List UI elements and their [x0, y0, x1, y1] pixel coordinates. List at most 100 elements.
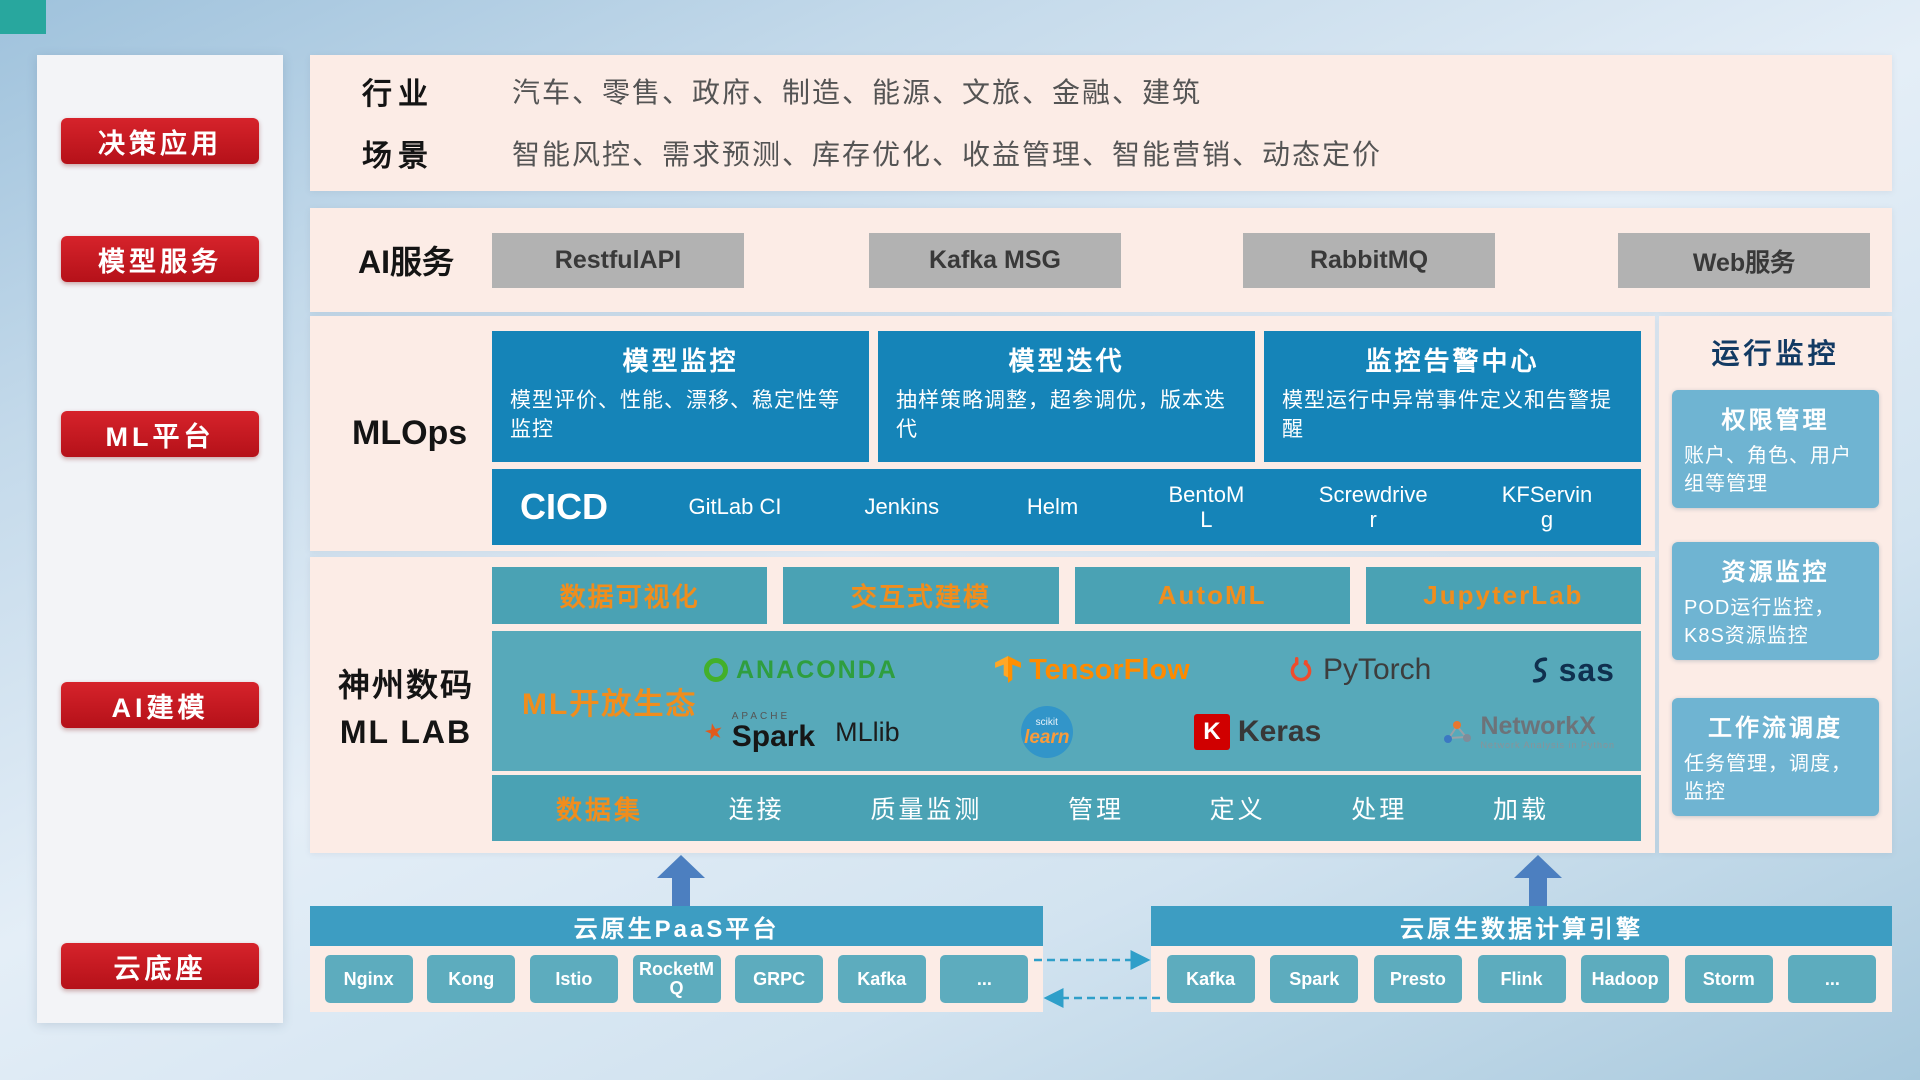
spark-mllib-logo: ★ APACHE Spark MLlib — [701, 712, 900, 752]
model-iteration-title: 模型迭代 — [1008, 346, 1125, 376]
alert-center-card[interactable]: 监控告警中心 模型运行中异常事件定义和告警提醒 — [1264, 331, 1641, 462]
istio-chip[interactable]: Istio — [529, 955, 618, 1003]
gitlab-ci-item[interactable]: GitLab CI — [688, 494, 782, 520]
kafka-chip[interactable]: Kafka — [837, 955, 926, 1003]
spark-apache-text: APACHE — [731, 711, 791, 722]
engine-up-arrow-shaft — [1529, 878, 1547, 906]
anaconda-logo: ANACONDA — [704, 656, 898, 685]
model-iteration-desc: 抽样策略调整，超参调优，版本迭代 — [896, 389, 1226, 442]
networkx-logo: NetworkX Network Analysis in Python — [1442, 713, 1615, 750]
model-monitoring-desc: 模型评价、性能、漂移、稳定性等监控 — [510, 389, 840, 442]
paas-up-arrow — [657, 855, 705, 906]
cicd-tools: GitLab CI Jenkins Helm BentoML Screwdriv… — [652, 482, 1641, 533]
permission-mgmt-desc: 账户、角色、用户组等管理 — [1684, 445, 1852, 495]
kong-chip[interactable]: Kong — [427, 955, 516, 1003]
rocketmq-chip[interactable]: RocketMQ — [632, 955, 721, 1003]
dataset-strip: 数据集 连接 质量监测 管理 定义 处理 加载 — [492, 775, 1641, 841]
ai-service-label: AI服务 — [358, 244, 455, 280]
jenkins-item[interactable]: Jenkins — [864, 494, 940, 520]
logo-row-1: ANACONDA TensorFlow — [704, 639, 1615, 701]
ml-ecosystem-box: ML开放生态 ANACONDA TensorFlow — [492, 631, 1641, 771]
rabbitmq-button[interactable]: RabbitMQ — [1243, 233, 1495, 288]
keras-text: Keras — [1237, 715, 1322, 748]
tensorflow-logo: TensorFlow — [995, 654, 1190, 687]
sidebar-item-cloud-base[interactable]: 云底座 — [61, 943, 259, 989]
kafka-msg-button[interactable]: Kafka MSG — [869, 233, 1121, 288]
ml-ecosystem-logos: ANACONDA TensorFlow — [701, 631, 1641, 771]
workflow-scheduler-desc: 任务管理，调度，监控 — [1684, 753, 1852, 803]
engine-storm-chip[interactable]: Storm — [1684, 955, 1773, 1003]
interactive-modeling-button[interactable]: 交互式建模 — [783, 567, 1059, 624]
keras-logo: K Keras — [1193, 714, 1322, 750]
sidebar: 决策应用 模型服务 ML平台 AI建模 云底座 — [37, 55, 283, 1023]
resource-monitor-desc: POD运行监控，K8S资源监控 — [1684, 597, 1836, 647]
runtime-monitor-title: 运行监控 — [1711, 338, 1840, 369]
mllab-label-line1: 神州数码 — [337, 666, 474, 703]
scene-line: 场景 智能风控、需求预测、库存优化、收益管理、智能营销、动态定价 — [362, 127, 1382, 179]
dataset-quality-item[interactable]: 质量监测 — [870, 796, 983, 824]
model-iteration-card[interactable]: 模型迭代 抽样策略调整，超参调优，版本迭代 — [878, 331, 1255, 462]
networkx-icon — [1444, 720, 1472, 743]
ai-service-row: AI服务 RestfulAPI Kafka MSG RabbitMQ Web服务 — [310, 208, 1892, 312]
sidebar-item-decision-apps[interactable]: 决策应用 — [61, 118, 259, 164]
tensorflow-icon — [995, 656, 1022, 683]
runtime-monitor-column: 运行监控 权限管理 账户、角色、用户组等管理 资源监控 POD运行监控，K8S资… — [1659, 316, 1892, 853]
engine-flink-chip[interactable]: Flink — [1477, 955, 1566, 1003]
model-monitoring-card[interactable]: 模型监控 模型评价、性能、漂移、稳定性等监控 — [492, 331, 869, 462]
spark-star-icon: ★ — [701, 717, 727, 746]
jupyterlab-button[interactable]: JupyterLab — [1365, 567, 1641, 624]
networkx-text: NetworkX — [1480, 712, 1596, 741]
dataset-process-item[interactable]: 处理 — [1351, 796, 1408, 824]
permission-mgmt-title: 权限管理 — [1721, 407, 1830, 434]
engine-hadoop-chip[interactable]: Hadoop — [1581, 955, 1670, 1003]
keras-icon: K — [1193, 714, 1230, 750]
pytorch-icon — [1290, 656, 1312, 682]
industry-row: 行业 汽车、零售、政府、制造、能源、文旅、金融、建筑 场景 智能风控、需求预测、… — [310, 55, 1892, 191]
dataset-connect-item[interactable]: 连接 — [728, 796, 785, 824]
helm-item[interactable]: Helm — [1026, 494, 1079, 520]
workflow-scheduler-title: 工作流调度 — [1708, 715, 1843, 742]
engine-spark-chip[interactable]: Spark — [1270, 955, 1359, 1003]
engine-up-arrow — [1514, 855, 1562, 906]
restfulapi-button[interactable]: RestfulAPI — [492, 233, 744, 288]
bentoml-item[interactable]: BentoML — [1168, 481, 1245, 532]
sidebar-item-model-service[interactable]: 模型服务 — [61, 236, 259, 282]
sas-logo: sas — [1529, 652, 1615, 689]
paas-more-chip[interactable]: ... — [940, 955, 1029, 1003]
kfserving-item[interactable]: KFServing — [1501, 481, 1593, 532]
corner-accent — [0, 0, 46, 34]
engine-presto-chip[interactable]: Presto — [1373, 955, 1462, 1003]
sas-icon — [1532, 657, 1547, 683]
engine-kafka-chip[interactable]: Kafka — [1166, 955, 1255, 1003]
resource-monitor-card[interactable]: 资源监控 POD运行监控，K8S资源监控 — [1672, 542, 1879, 660]
mllab-label: 神州数码 ML LAB — [320, 557, 492, 853]
screwdriver-item[interactable]: Screwdriver — [1318, 481, 1428, 532]
scene-text: 智能风控、需求预测、库存优化、收益管理、智能营销、动态定价 — [512, 139, 1383, 170]
paas-up-arrow-shaft — [672, 878, 690, 906]
spark-wordmark: APACHE Spark — [732, 712, 815, 752]
industry-label: 行业 — [362, 78, 434, 111]
sidebar-item-ai-modeling[interactable]: AI建模 — [61, 682, 259, 728]
workflow-scheduler-card[interactable]: 工作流调度 任务管理，调度，监控 — [1672, 698, 1879, 816]
sidebar-item-ml-platform[interactable]: ML平台 — [61, 411, 259, 457]
dashed-connector-arrows — [1034, 950, 1160, 1008]
automl-button[interactable]: AutoML — [1074, 567, 1350, 624]
dataset-define-item[interactable]: 定义 — [1209, 796, 1266, 824]
model-monitoring-title: 模型监控 — [622, 346, 739, 376]
nginx-chip[interactable]: Nginx — [324, 955, 413, 1003]
industry-line: 行业 汽车、零售、政府、制造、能源、文旅、金融、建筑 — [362, 65, 1202, 117]
logo-row-2: ★ APACHE Spark MLlib scikit learn — [701, 701, 1615, 763]
engine-bar-title: 云原生数据计算引擎 — [1151, 906, 1892, 946]
data-visualization-button[interactable]: 数据可视化 — [492, 567, 768, 624]
tensorflow-text: TensorFlow — [1029, 653, 1190, 686]
learn-text: learn — [1024, 726, 1070, 748]
ml-ecosystem-label: ML开放生态 — [522, 688, 698, 721]
engine-more-chip[interactable]: ... — [1788, 955, 1877, 1003]
dataset-load-item[interactable]: 加载 — [1492, 796, 1549, 824]
dataset-label: 数据集 — [556, 794, 644, 825]
industry-text: 汽车、零售、政府、制造、能源、文旅、金融、建筑 — [512, 77, 1203, 108]
grpc-chip[interactable]: GRPC — [735, 955, 824, 1003]
web-service-button[interactable]: Web服务 — [1618, 233, 1870, 288]
permission-mgmt-card[interactable]: 权限管理 账户、角色、用户组等管理 — [1672, 390, 1879, 508]
dataset-manage-item[interactable]: 管理 — [1067, 796, 1124, 824]
